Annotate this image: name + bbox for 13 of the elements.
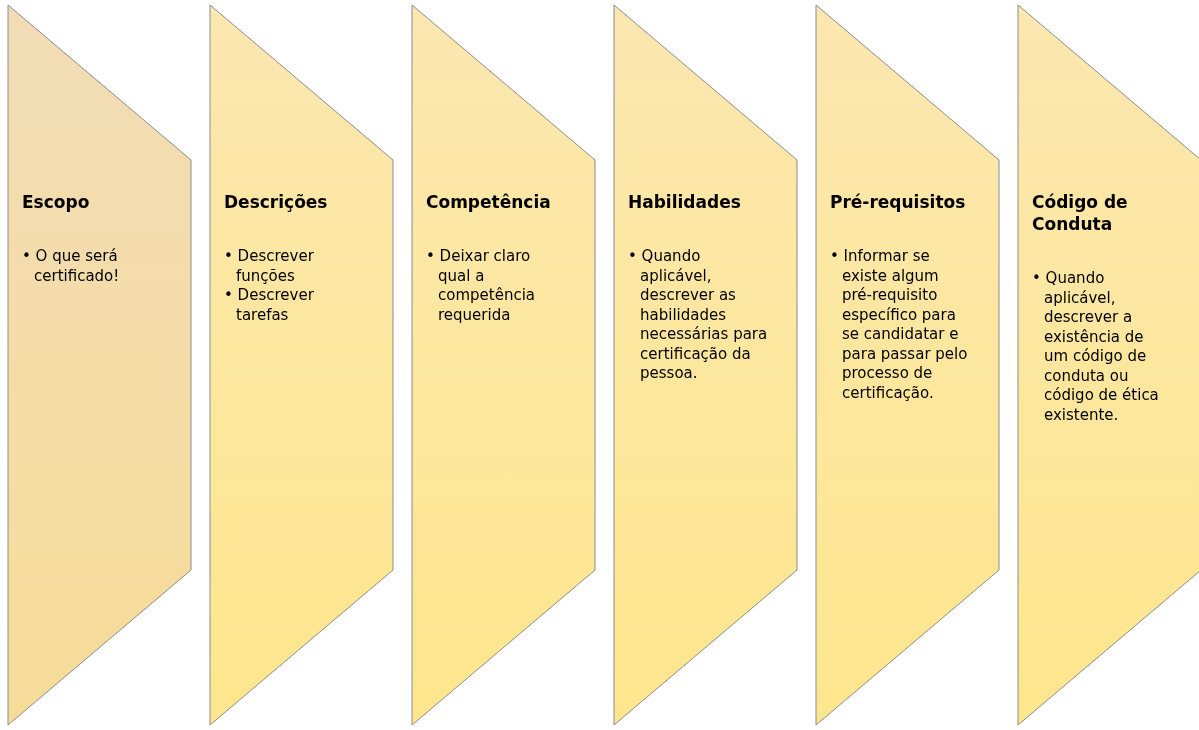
heading: Pré-requisitos [830, 191, 967, 214]
heading: Competência [426, 191, 552, 214]
bullet-text: • O que será certificado! [22, 247, 121, 287]
bullet-text: • Deixar claro qual a competência requerida [426, 247, 536, 326]
heading: Habilidades [628, 191, 742, 214]
bullet-text: • Quando aplicável, descrever a existência de um código de conduta ou código de ética existente. [1032, 269, 1160, 426]
heading: Escopo [22, 191, 91, 214]
bullet-text: • Quando aplicável, descrever as habilidades necessárias para certificação da pessoa. [628, 247, 768, 384]
heading: Código de Conduta [1032, 191, 1129, 236]
bullet-text: • Descrever tarefas [224, 286, 315, 326]
heading: Descrições [224, 191, 329, 214]
bullet-text: • Descrever funções [224, 247, 315, 287]
bullet-text: • Informar se existe algum pré-requisito específico para se candidatar e para passar pelo processo de certificação. [830, 247, 969, 404]
